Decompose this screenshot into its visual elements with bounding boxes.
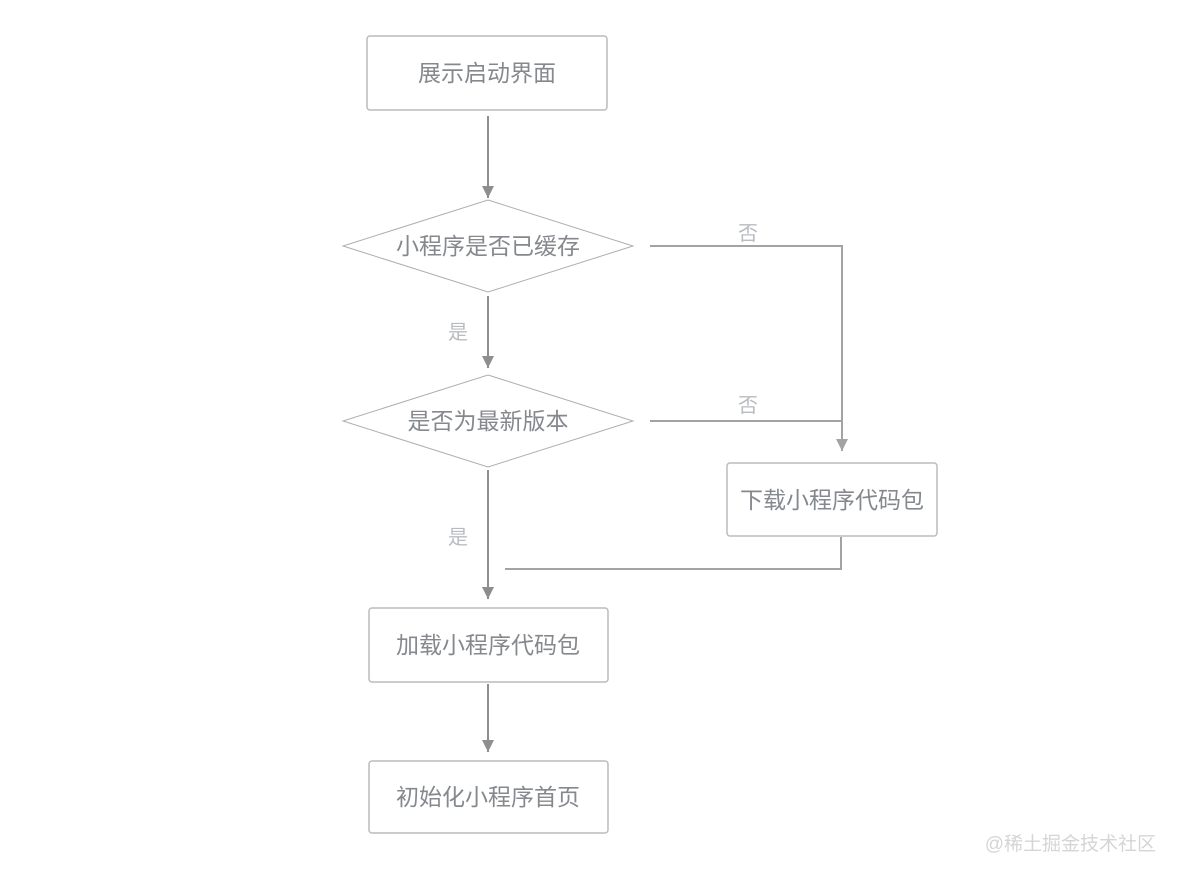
edge-label-latest-no: 否	[738, 395, 758, 417]
edge-cached-no	[650, 245, 848, 451]
node-download-package: 下载小程序代码包	[726, 462, 938, 537]
decision-diamond-shape	[341, 199, 635, 293]
node-show-splash: 展示启动界面	[366, 35, 608, 111]
node-label: 小程序是否已缓存	[396, 233, 580, 259]
node-label: 下载小程序代码包	[740, 487, 924, 513]
edge-label-latest-yes: 是	[448, 527, 468, 549]
edge-label-cached-no: 否	[738, 223, 758, 245]
node-label: 初始化小程序首页	[396, 784, 580, 810]
edge-label-cached-yes: 是	[448, 322, 468, 344]
process-box-shape	[726, 462, 938, 537]
node-label: 展示启动界面	[418, 60, 556, 86]
node-label: 是否为最新版本	[408, 408, 569, 434]
watermark-text: @稀土掘金技术社区	[985, 833, 1156, 855]
process-box-shape	[368, 760, 609, 834]
node-label: 加载小程序代码包	[396, 632, 580, 658]
decision-diamond-shape	[341, 374, 635, 468]
node-is-latest: 是否为最新版本	[341, 374, 635, 468]
edge-download-to-load	[505, 537, 842, 570]
process-box-shape	[368, 607, 609, 683]
node-load-package: 加载小程序代码包	[368, 607, 609, 683]
process-box-shape	[366, 35, 608, 111]
node-init-homepage: 初始化小程序首页	[368, 760, 609, 834]
node-is-cached: 小程序是否已缓存	[341, 199, 635, 293]
